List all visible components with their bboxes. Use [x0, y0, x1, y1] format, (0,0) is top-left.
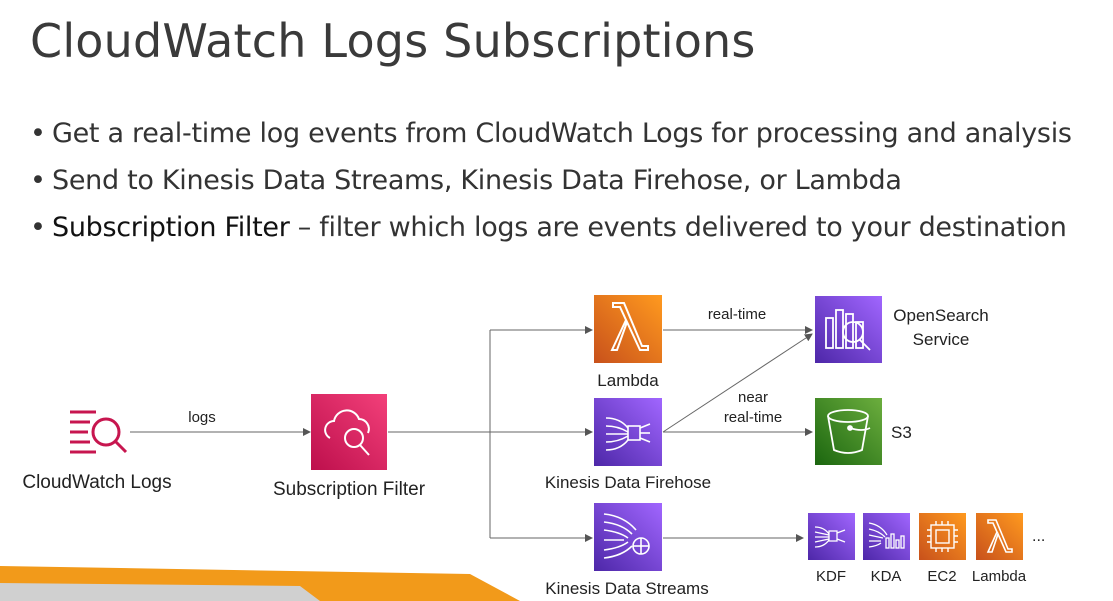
- bullet-item: •Send to Kinesis Data Streams, Kinesis D…: [30, 157, 1072, 204]
- bullet-item: •Subscription Filter – filter which logs…: [30, 204, 1072, 251]
- lambda-small-icon: [986, 519, 1013, 553]
- slide-title: CloudWatch Logs Subscriptions: [30, 14, 756, 68]
- firehose-label: Kinesis Data Firehose: [545, 473, 711, 492]
- edge-logs-label: logs: [188, 409, 216, 426]
- bullet-list: •Get a real-time log events from CloudWa…: [30, 110, 1072, 251]
- more-consumers-ellipsis: ...: [1032, 528, 1045, 545]
- subscription-filter-label: Subscription Filter: [273, 479, 426, 500]
- edge-realtime-label: real-time: [708, 306, 766, 323]
- bullet-item: •Get a real-time log events from CloudWa…: [30, 110, 1072, 157]
- ec2-label: EC2: [927, 568, 956, 585]
- streams-icon: [603, 513, 650, 559]
- kdf-label: KDF: [816, 568, 846, 585]
- edge-firehose-opensearch: [662, 333, 813, 433]
- chip-icon: [927, 521, 958, 552]
- bullet-dot: •: [30, 212, 46, 243]
- cloudwatch-logs-label: CloudWatch Logs: [22, 472, 171, 493]
- lambda-tile: [594, 295, 662, 363]
- bullet-text: Send to Kinesis Data Streams, Kinesis Da…: [52, 165, 902, 196]
- bullet-text: – filter which logs are events delivered…: [289, 212, 1067, 243]
- bullet-dot: •: [30, 118, 46, 149]
- accent-bar-grey: [0, 583, 320, 601]
- cloudwatch-logs-icon: [70, 410, 128, 454]
- streams-label: Kinesis Data Streams: [545, 579, 708, 598]
- bucket-icon: [827, 409, 871, 454]
- bullet-dot: •: [30, 165, 46, 196]
- opensearch-label-line2: Service: [913, 330, 970, 349]
- opensearch-label: OpenSearch: [893, 306, 988, 325]
- edge-near-label: near: [738, 389, 768, 406]
- ec2-tile: [919, 513, 966, 560]
- lambda-label: Lambda: [597, 371, 659, 390]
- streams-tile: [594, 503, 662, 571]
- lambda-icon: [610, 302, 649, 351]
- opensearch-tile: [815, 296, 882, 363]
- lambda-small-label: Lambda: [972, 568, 1027, 585]
- subscription-filter-icon: [324, 409, 370, 456]
- kda-label: KDA: [871, 568, 902, 585]
- bullet-text: Get a real-time log events from CloudWat…: [52, 118, 1072, 149]
- s3-label: S3: [891, 423, 912, 442]
- analytics-icon: [868, 522, 905, 549]
- firehose-icon: [605, 417, 651, 451]
- connectors: [130, 326, 813, 542]
- firehose-small-icon: [814, 526, 846, 548]
- s3-tile: [815, 398, 882, 465]
- edge-near-realtime-label: real-time: [724, 409, 782, 426]
- opensearch-icon: [825, 309, 871, 351]
- bullet-emphasis: Subscription Filter: [52, 212, 290, 243]
- subscription-filter-tile: [311, 394, 387, 470]
